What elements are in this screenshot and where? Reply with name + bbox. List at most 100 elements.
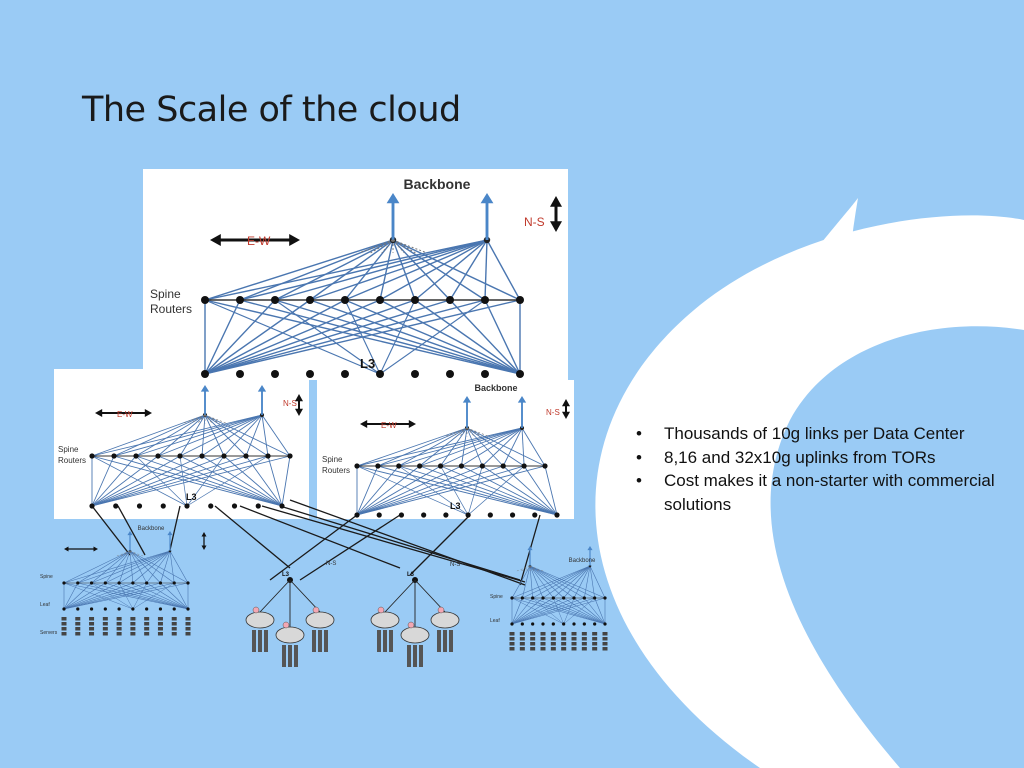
spine-router-node	[562, 596, 566, 600]
agg-to-spine-link	[179, 414, 263, 457]
server-rack-unit	[157, 622, 163, 626]
server-rack-unit	[561, 647, 567, 651]
spine-to-l3-link	[135, 455, 283, 507]
host-node	[252, 606, 260, 614]
agg-to-spine-link	[344, 239, 394, 301]
agg-to-spine-link	[169, 550, 175, 584]
load-balancer-node	[430, 611, 460, 629]
spine-router-node	[177, 453, 183, 459]
server-rack-unit	[602, 632, 608, 636]
spine-to-l3-link	[377, 465, 558, 516]
agg-to-spine-link	[532, 565, 591, 599]
server-rack-unit	[171, 627, 177, 631]
leaf-label: Leaf	[40, 602, 50, 608]
east-west-arrow-head	[144, 409, 152, 417]
spine-to-l3-link	[204, 299, 451, 375]
l3-router-node	[255, 503, 261, 509]
server-rack	[318, 630, 322, 652]
l3-router-node	[145, 607, 149, 611]
layer3-label: L3	[186, 492, 197, 502]
spine-to-l3-link	[563, 597, 606, 625]
spine-router-node	[186, 581, 190, 585]
l3-router-node	[376, 370, 384, 378]
load-balancer-node	[370, 611, 400, 629]
bullet-item: Cost makes it a non-starter with commerc…	[636, 469, 1024, 516]
server-rack-unit	[561, 642, 567, 646]
spine-router-node	[437, 463, 444, 469]
spine-to-l3-link	[594, 597, 606, 625]
agg-to-spine-link	[201, 414, 263, 457]
agg-to-spine-link	[377, 427, 523, 467]
server-rack	[377, 630, 381, 652]
bullet-item: Thousands of 10g links per Data Center	[636, 422, 1024, 446]
l3-router-node	[411, 370, 419, 378]
spine-to-l3-link	[309, 299, 521, 375]
server-rack-unit	[509, 637, 515, 641]
agg-to-spine-link	[113, 414, 263, 457]
spine-to-l3-link	[223, 455, 283, 507]
l3-router-node	[201, 370, 209, 378]
server-rack-unit	[540, 637, 546, 641]
host-node	[282, 621, 290, 629]
agg-to-spine-link	[77, 550, 171, 584]
uplink-arrowhead	[527, 546, 533, 551]
dashed-fanout	[125, 550, 131, 557]
agg-to-spine-link	[118, 550, 171, 584]
l3-router-node	[89, 503, 95, 509]
server-rack-unit	[592, 647, 598, 651]
north-south-arrow-head	[550, 196, 562, 207]
server-rack-unit	[540, 642, 546, 646]
bullet-item: 8,16 and 32x10g uplinks from TORs	[636, 446, 1024, 470]
north-south-label: N-S	[524, 215, 545, 229]
spine-label: Spine	[322, 455, 343, 464]
east-west-arrow-head	[210, 234, 221, 246]
spine-to-l3-link	[186, 455, 269, 507]
l3-router-node	[520, 622, 524, 626]
agg-to-spine-link	[274, 239, 394, 301]
l3-router-node	[593, 622, 597, 626]
spine-to-l3-link	[63, 582, 133, 610]
spine-to-l3-link	[204, 299, 241, 375]
server-rack	[288, 645, 292, 667]
agg-to-spine-link	[105, 550, 171, 584]
dashed-fanout	[529, 565, 540, 572]
agg-to-spine-link	[502, 427, 523, 467]
server-rack-unit	[550, 647, 556, 651]
agg-to-spine-link	[414, 239, 488, 301]
agg-to-spine-link	[484, 239, 488, 301]
server-rack	[443, 630, 447, 652]
server-rack-unit	[540, 647, 546, 651]
l3-router-node	[354, 512, 360, 518]
cross-link	[239, 505, 401, 569]
agg-to-spine-link	[169, 550, 189, 584]
spine-to-l3-link	[201, 455, 283, 507]
backbone-label: Backbone	[474, 383, 517, 393]
l3-router-node	[236, 370, 244, 378]
dashed-fanout	[520, 565, 531, 572]
l3-router-node	[465, 512, 471, 518]
agg-to-spine-link	[129, 550, 161, 584]
spine-router-node	[158, 581, 163, 585]
east-west-label: E-W	[381, 421, 397, 430]
dashed-fanout	[204, 414, 220, 424]
spine-to-l3-link	[573, 597, 606, 625]
uplink-arrowhead	[386, 193, 400, 204]
spine-router-node	[417, 463, 423, 469]
spine-to-l3-link	[356, 465, 420, 516]
agg-to-spine-link	[204, 414, 269, 457]
server-rack	[389, 630, 393, 652]
spine-to-l3-link	[379, 299, 521, 375]
spine-to-l3-link	[511, 597, 523, 625]
spine-to-l3-link	[239, 299, 521, 375]
server-rack-unit	[571, 637, 577, 641]
host-node	[407, 621, 415, 629]
spine-to-l3-link	[91, 455, 188, 507]
routers-label: Routers	[322, 466, 350, 475]
spine-to-l3-link	[63, 582, 161, 610]
server-rack-unit	[116, 622, 122, 626]
load-balancer-node	[305, 611, 335, 629]
spine-router-node	[396, 463, 402, 469]
spine-router-node	[481, 296, 489, 304]
server-rack-unit	[75, 617, 81, 621]
agg-to-spine-link	[553, 565, 591, 599]
